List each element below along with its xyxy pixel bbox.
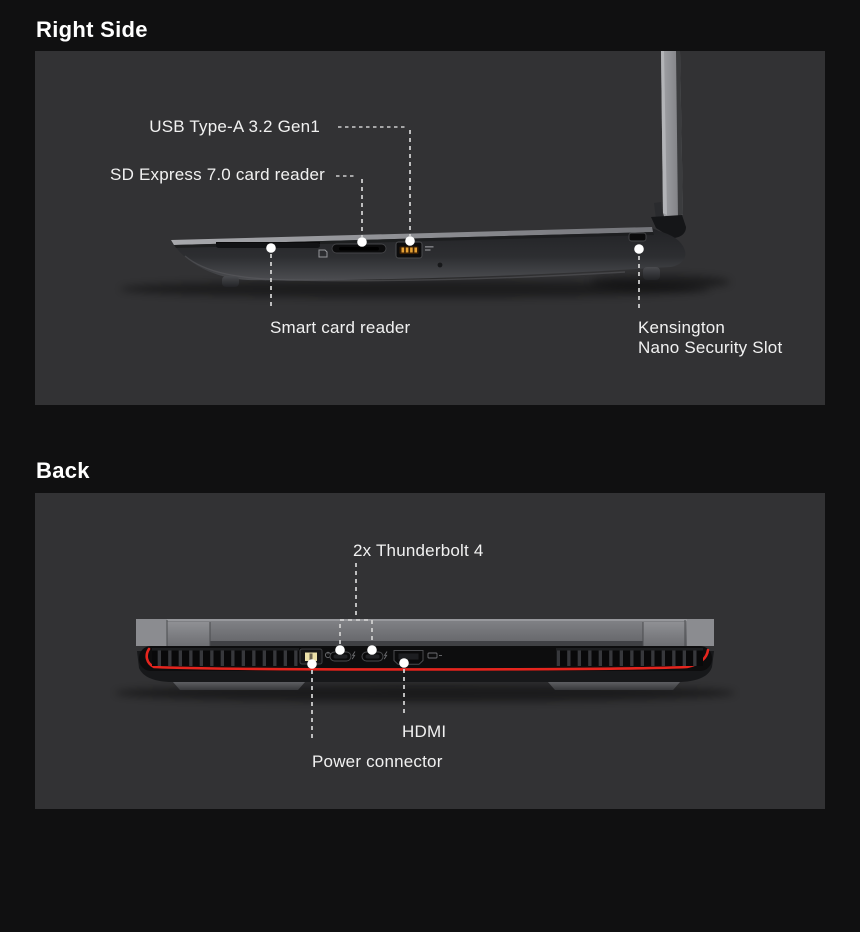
- leader-lines: [270, 126, 640, 310]
- hinge: [651, 215, 686, 238]
- hdmi-marker-dot: [399, 658, 409, 668]
- laptop-shadow: [120, 275, 730, 298]
- sd-express-label: SD Express 7.0 card reader: [110, 165, 325, 184]
- right-foot: [548, 682, 680, 690]
- front-foot: [222, 276, 239, 287]
- usb-type-a-label: USB Type-A 3.2 Gen1: [149, 117, 320, 136]
- rear-foot: [643, 267, 660, 280]
- back-panel: 2x Thunderbolt 4 HDMI Power connector: [35, 493, 825, 809]
- chassis-hole: [437, 262, 443, 268]
- sd-marker-dot: [357, 237, 367, 247]
- right-hinge: [643, 622, 685, 646]
- sd-card-slot: [331, 243, 387, 254]
- usb-a-port: [395, 241, 423, 259]
- kensington-label-line2: Nano Security Slot: [638, 338, 783, 357]
- thunderbolt-icon-2: [383, 651, 388, 660]
- laptop-screen-edge: [654, 51, 683, 229]
- thunderbolt-port-1: [329, 651, 352, 662]
- hdmi-label: HDMI: [402, 722, 447, 741]
- smart-card-marker-dot: [266, 243, 276, 253]
- vents: [152, 648, 703, 666]
- section-title-back: Back: [36, 458, 90, 483]
- kensington-marker-dot: [634, 244, 644, 254]
- right-side-panel: USB Type-A 3.2 Gen1 SD Express 7.0 card …: [35, 51, 825, 405]
- smart-card-reader-label: Smart card reader: [270, 318, 411, 337]
- usb-ss-icon: [425, 246, 434, 251]
- hdmi-icon: [427, 652, 442, 659]
- power-connector-label: Power connector: [312, 752, 443, 771]
- kensington-label: Kensington Nano Security Slot: [638, 318, 782, 358]
- leader-lines: [311, 563, 405, 741]
- kensington-slot: [628, 232, 647, 242]
- lid-left-corner: [136, 619, 167, 646]
- thunderbolt-icon-1: [351, 651, 356, 660]
- port-markers: [307, 645, 409, 669]
- thunderbolt-label: 2x Thunderbolt 4: [353, 541, 484, 560]
- base-highlight: [184, 255, 626, 282]
- usb-marker-dot: [405, 236, 415, 246]
- thunderbolt-bracket: [339, 619, 373, 644]
- kensington-label-line1: Kensington: [638, 318, 726, 337]
- lid-edge: [136, 619, 714, 646]
- lid-right-corner: [687, 619, 714, 646]
- laptop-back-illustration: [115, 563, 735, 741]
- laptop-right-side-illustration: [120, 51, 730, 310]
- thunderbolt-port-2: [361, 651, 384, 662]
- left-foot: [173, 682, 305, 690]
- section-title-right-side: Right Side: [36, 17, 148, 42]
- left-hinge: [167, 622, 210, 646]
- sd-card-icon: [318, 249, 328, 258]
- thunderbolt-marker-dot-1: [335, 645, 345, 655]
- port-markers: [266, 236, 644, 254]
- thunderbolt-marker-dot-2: [367, 645, 377, 655]
- power-marker-dot: [307, 659, 317, 669]
